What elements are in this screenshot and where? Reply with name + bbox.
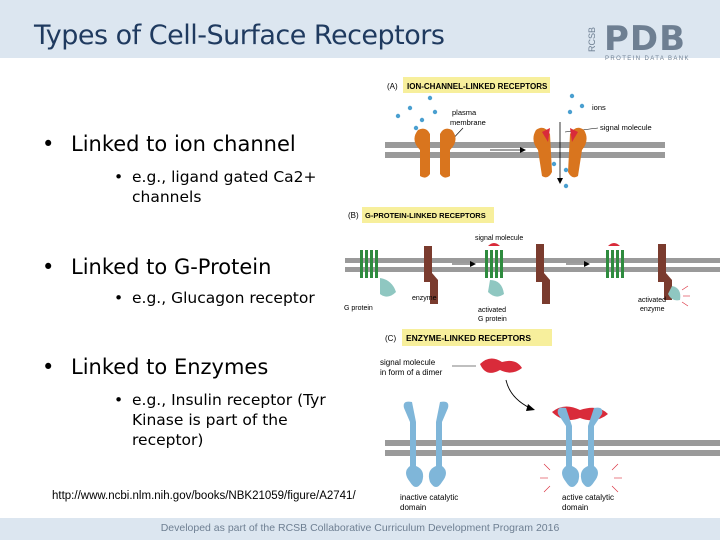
panel-c-letter: (C) [385,334,396,343]
arrowhead [520,147,526,153]
enzyme-middle [536,244,550,304]
label-membrane: membrane [450,118,486,127]
bullet-text: Linked to ion channel [71,132,296,156]
gpcr-active [485,250,503,278]
g-protein-inactive [380,278,396,297]
footer-text: Developed as part of the RCSB Collaborat… [160,522,560,534]
signal-dimer [480,358,522,373]
curved-arrow [505,379,531,409]
receptor-tk-inactive [403,401,449,487]
label-active-2: domain [562,503,588,512]
panel-c-heading-highlight [402,329,552,346]
label-signal-c-1: signal molecule [380,358,436,367]
membrane-top [385,142,665,148]
bullet-list: • Linked to ion channel • e.g., ligand g… [42,0,362,510]
label-activated-e-2: enzyme [640,306,665,313]
panel-a-heading-highlight [403,77,550,93]
label-plasma: plasma [452,108,477,117]
signal-molecule-b [608,243,620,246]
membrane-top [345,258,720,263]
label-signal-c-2: in form of a dimer [380,368,443,377]
slide-title: Types of Cell-Surface Receptors [34,20,445,51]
membrane-bottom [385,152,665,158]
arrowhead [584,261,590,267]
label-inactive-2: domain [400,503,426,512]
membrane-top [385,440,720,446]
label-inactive-1: inactive catalytic [400,493,458,502]
label-activated-g-1: activated [478,307,506,314]
bullet-text: Linked to Enzymes [71,355,269,379]
bullet-dot: • [42,255,55,279]
sub-bullet-text: e.g., Glucagon receptor [132,289,315,307]
logo-rcsb-text: RCSB [588,27,597,52]
ions-left [395,95,438,131]
rcsb-pdb-logo: RCSB PDB PROTEIN DATA BANK [588,19,690,62]
signal-molecule-b [488,243,500,246]
enzyme-inactive [424,246,438,304]
gpcr-active [606,250,624,278]
label-ions: ions [592,103,606,112]
footer-bar: Developed as part of the RCSB Collaborat… [0,518,720,540]
panel-b-heading: G-PROTEIN-LINKED RECEPTORS [365,211,486,220]
arrowhead [557,178,563,184]
panel-b-letter: (B) [348,211,359,220]
sub-bullet-dot: • [114,391,124,409]
ion-channel-closed [414,128,456,178]
source-citation: http://www.ncbi.nlm.nih.gov/books/NBK210… [52,490,356,502]
sub-bullet-text: e.g., ligand gated Ca2+ channels [132,168,317,206]
arrowhead [526,404,535,411]
title-bar [0,0,720,58]
bullet-dot: • [42,355,55,379]
panel-c-heading: ENZYME-LINKED RECEPTORS [406,333,531,343]
label-enzyme: enzyme [412,295,437,302]
g-protein-bound [668,286,681,301]
logo-tagline: PROTEIN DATA BANK [605,56,690,62]
logo-pdb-text: PDB [604,19,686,59]
label-signal-a: signal molecule [600,123,652,132]
receptor-types-figure: (A) ION-CHANNEL-LINKED RECEPTORS plasma … [344,77,720,512]
activity-burst [540,463,622,493]
ions-right [551,93,585,189]
arrowhead [470,261,476,267]
label-activated-e-1: activated [638,297,666,304]
label-activated-g-2: G protein [478,316,507,323]
gpcr-inactive [360,250,378,278]
panel-a-heading: ION-CHANNEL-LINKED RECEPTORS [407,82,548,91]
label-g-protein: G protein [344,305,373,312]
bullet-text: Linked to G-Protein [71,255,272,279]
label-signal-b: signal molecule [475,235,523,242]
sub-bullet-dot: • [114,289,124,307]
activity-burst [681,285,690,307]
sub-bullet-dot: • [114,168,124,186]
membrane-bottom [345,267,720,272]
panel-a-letter: (A) [387,82,398,91]
sub-bullet-text: e.g., Insulin receptor (Tyr Kinase is pa… [132,391,326,449]
enzyme-activated [658,244,672,300]
panel-b-heading-highlight [362,207,494,223]
bullet-dot: • [42,132,55,156]
membrane-bottom [385,450,720,456]
g-protein-activated [488,280,504,297]
label-active-1: active catalytic [562,493,614,502]
signal-molecule-a [542,128,578,142]
receptor-tk-active [557,407,603,487]
